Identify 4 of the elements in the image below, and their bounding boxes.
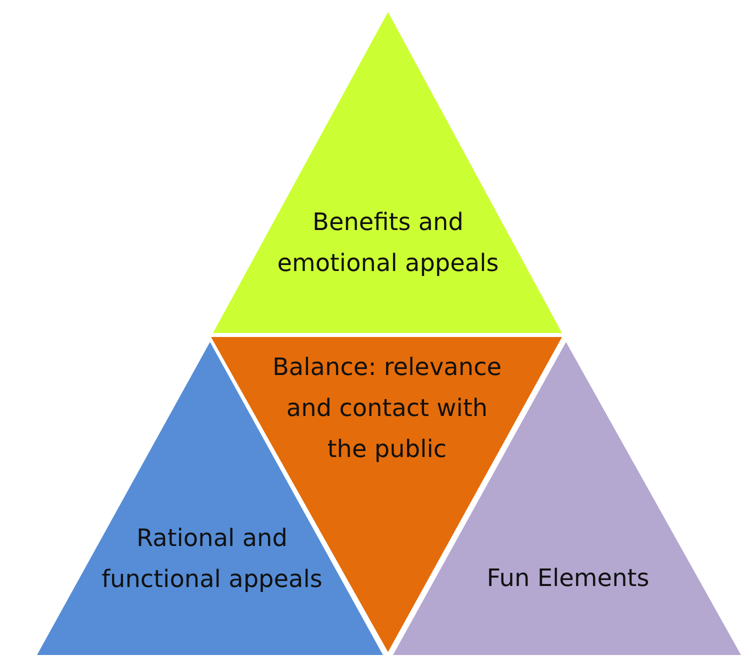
segment-label: Fun Elements [486,563,650,594]
segment-label: Rational and functional appeals [100,523,324,595]
segment-label: Benefits and emotional appeals [276,207,500,279]
segment-label: Balance: relevance and contact with the public [271,352,503,465]
